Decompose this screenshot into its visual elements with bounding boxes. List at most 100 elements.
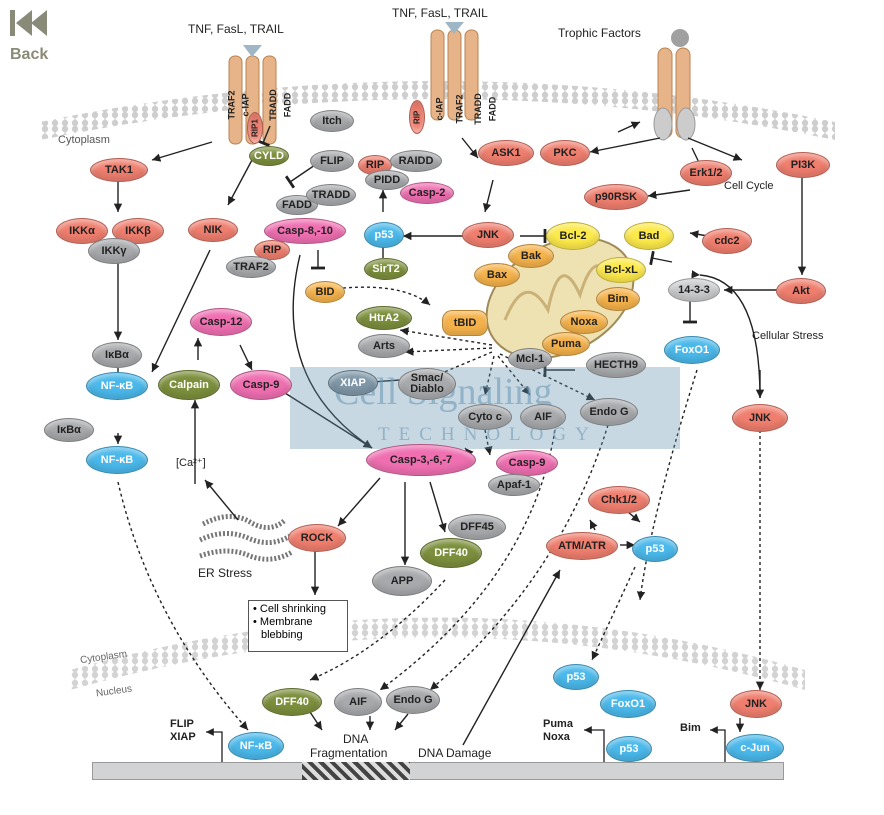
fragmentation-label: Fragmentation bbox=[310, 746, 388, 760]
node-noxa-a: Noxa bbox=[560, 310, 608, 334]
back-label: Back bbox=[10, 46, 49, 63]
node-smac-diablo: Smac/ Diablo bbox=[398, 368, 456, 400]
node-ikkg: IKKγ bbox=[88, 238, 140, 264]
node-chk: Chk1/2 bbox=[588, 486, 650, 514]
r2-tradd: TRADD bbox=[472, 93, 483, 125]
node-tak1: TAK1 bbox=[90, 158, 148, 182]
ligand-label-1: TNF, FasL, TRAIL bbox=[188, 22, 284, 36]
noxa-label: Noxa bbox=[543, 731, 570, 743]
node-casp9-b: Casp-9 bbox=[496, 450, 558, 476]
trophic-factors-label: Trophic Factors bbox=[558, 26, 641, 40]
flip-label: FLIP bbox=[170, 718, 194, 730]
node-aif-b: AIF bbox=[334, 688, 382, 716]
node-xiap: XIAP bbox=[328, 370, 378, 396]
node-jnk-b: JNK bbox=[732, 404, 788, 432]
node-htra2: HtrA2 bbox=[356, 306, 412, 330]
node-mcl1: Mcl-1 bbox=[508, 348, 552, 370]
node-p53-c: p53 bbox=[553, 664, 599, 690]
node-casp9-a: Casp-9 bbox=[230, 370, 292, 400]
cytoplasm-label-top: Cytoplasm bbox=[58, 134, 110, 146]
back-button[interactable]: Back bbox=[6, 4, 58, 64]
node-bim-a: Bim bbox=[596, 287, 640, 311]
node-flip: FLIP bbox=[310, 150, 354, 172]
node-nfkb-a: NF-κB bbox=[86, 372, 148, 400]
node-bid: BID bbox=[305, 281, 345, 303]
node-rock: ROCK bbox=[288, 524, 346, 552]
outcome-line-3: blebbing bbox=[261, 629, 303, 641]
node-sirt2: SirT2 bbox=[364, 258, 408, 280]
node-erk: Erk1/2 bbox=[680, 160, 732, 186]
node-pidd: PIDD bbox=[365, 170, 409, 190]
dna-strand bbox=[92, 762, 784, 780]
node-pkc: PKC bbox=[540, 140, 590, 166]
node-cytoc: Cyto c bbox=[458, 404, 512, 430]
bim-label: Bim bbox=[680, 722, 701, 734]
node-cyld: CYLD bbox=[249, 146, 289, 166]
r2-rip: RIP bbox=[409, 100, 425, 134]
node-bad: Bad bbox=[624, 222, 674, 250]
node-bax: Bax bbox=[474, 263, 520, 287]
node-casp2: Casp-2 bbox=[400, 182, 454, 204]
node-cjun: c-Jun bbox=[726, 734, 784, 762]
node-nik: NIK bbox=[188, 218, 238, 242]
cellular-stress-label: Cellular Stress bbox=[752, 330, 824, 342]
node-jnk-c: JNK bbox=[730, 690, 782, 718]
node-jnk-a: JNK bbox=[462, 222, 514, 248]
cell-cycle-label: Cell Cycle bbox=[724, 180, 774, 192]
node-dff45: DFF45 bbox=[448, 514, 506, 540]
node-cdc2: cdc2 bbox=[702, 228, 752, 254]
outcome-line-1: • Cell shrinking bbox=[253, 603, 326, 615]
node-nfkb-b: NF-κB bbox=[86, 446, 148, 474]
node-endog-a: Endo G bbox=[580, 398, 638, 426]
node-pi3k: PI3K bbox=[776, 152, 830, 178]
node-p53-a: p53 bbox=[364, 222, 404, 248]
calcium-label: [Ca²⁺] bbox=[176, 457, 206, 469]
r1-tradd: TRADD bbox=[267, 89, 278, 121]
node-nfkb-c: NF-κB bbox=[228, 732, 284, 760]
node-calpain: Calpain bbox=[158, 370, 220, 400]
node-hecth9: HECTH9 bbox=[586, 352, 646, 378]
ligand-label-2: TNF, FasL, TRAIL bbox=[392, 6, 488, 20]
r2-ciap: c-IAP bbox=[434, 97, 445, 121]
node-fadd: FADD bbox=[276, 195, 318, 215]
node-endog-b: Endo G bbox=[386, 686, 440, 714]
node-casp3-6-7: Casp-3,-6,-7 bbox=[366, 444, 476, 476]
xiap-label: XIAP bbox=[170, 731, 196, 743]
node-bclxl: Bcl-xL bbox=[596, 257, 646, 283]
r1-traf2: TRAF2 bbox=[226, 90, 237, 120]
node-rip-b: RIP bbox=[254, 240, 290, 260]
node-atm-atr: ATM/ATR bbox=[546, 532, 618, 560]
node-apaf1: Apaf-1 bbox=[488, 474, 540, 496]
back-icon bbox=[10, 10, 47, 36]
node-bcl2: Bcl-2 bbox=[546, 222, 600, 250]
er-stress-label: ER Stress bbox=[198, 566, 253, 580]
node-raidd: RAIDD bbox=[390, 150, 442, 172]
node-tbid: tBID bbox=[442, 310, 488, 336]
node-ikba-a: IκBα bbox=[92, 342, 142, 368]
node-casp8-10: Casp-8,-10 bbox=[264, 218, 346, 244]
node-ikba-b: IκBα bbox=[44, 418, 94, 442]
node-foxo1-b: FoxO1 bbox=[600, 690, 656, 718]
node-tradd: TRADD bbox=[306, 184, 356, 206]
er-membrane bbox=[198, 514, 294, 562]
node-14-3-3: 14-3-3 bbox=[668, 278, 720, 302]
node-casp12: Casp-12 bbox=[190, 308, 252, 336]
node-p90rsk: p90RSK bbox=[584, 184, 648, 210]
node-bak: Bak bbox=[508, 244, 554, 268]
dna-label: DNA bbox=[343, 732, 369, 746]
node-akt: Akt bbox=[776, 278, 826, 304]
node-p53-b: p53 bbox=[632, 536, 678, 562]
node-ikkb: IKKβ bbox=[112, 218, 164, 244]
dna-damage-label: DNA Damage bbox=[418, 746, 492, 760]
dna-fragment-region bbox=[302, 762, 410, 780]
r2-traf2: TRAF2 bbox=[454, 94, 465, 124]
node-traf2: TRAF2 bbox=[226, 256, 276, 278]
r1-ciap: c-IAP bbox=[240, 93, 251, 117]
r1-rip1: RIP1 bbox=[247, 112, 263, 144]
node-puma-a: Puma bbox=[542, 332, 590, 356]
r1-fadd: FADD bbox=[282, 92, 293, 118]
nuclear-membrane bbox=[70, 617, 805, 690]
cell-shrinking-box: • Cell shrinking • Membrane blebbing bbox=[248, 600, 348, 652]
node-app: APP bbox=[372, 566, 432, 596]
